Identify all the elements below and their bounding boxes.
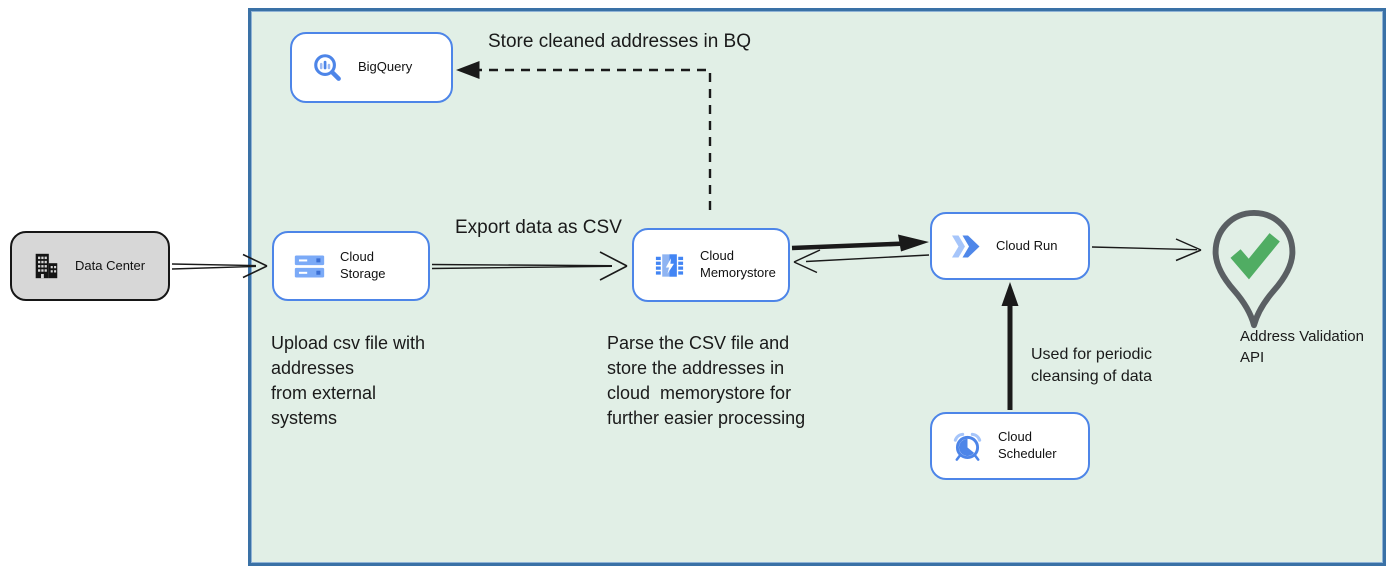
node-cloud-run[interactable]: Cloud Run bbox=[930, 212, 1090, 280]
annotation-export-csv: Export data as CSV bbox=[455, 217, 622, 238]
annotation-periodic-note: Used for periodic cleansing of data bbox=[1031, 346, 1152, 385]
cloud-run-icon bbox=[951, 234, 982, 259]
address-validation-api-label: Address Validation API bbox=[1240, 328, 1368, 366]
cloud-storage-icon bbox=[293, 254, 326, 279]
building-icon bbox=[31, 251, 61, 281]
annotation-parse-note: Parse the CSV file and store the address… bbox=[607, 333, 806, 428]
node-cloud-scheduler[interactable]: Cloud Scheduler bbox=[930, 412, 1090, 480]
annotation-upload-note: Upload csv file with addresses from exte… bbox=[271, 333, 426, 428]
node-label: Cloud Storage bbox=[340, 249, 386, 281]
node-label: Cloud Scheduler bbox=[998, 429, 1057, 461]
node-label: Data Center bbox=[75, 257, 146, 273]
scheduler-icon bbox=[951, 430, 984, 463]
node-data-center[interactable]: Data Center bbox=[10, 231, 170, 301]
node-cloud-memorystore[interactable]: Cloud Memorystore bbox=[632, 228, 790, 302]
node-cloud-storage[interactable]: Cloud Storage bbox=[272, 231, 430, 301]
annotation-store-bq: Store cleaned addresses in BQ bbox=[488, 31, 751, 52]
node-label: Cloud Memorystore bbox=[700, 248, 776, 280]
bigquery-icon bbox=[311, 51, 344, 84]
node-label: Cloud Run bbox=[996, 237, 1058, 253]
memorystore-icon bbox=[653, 249, 686, 282]
location-pin-check-icon[interactable] bbox=[1206, 207, 1302, 342]
node-label: BigQuery bbox=[358, 59, 413, 75]
node-bigquery[interactable]: BigQuery bbox=[290, 32, 453, 103]
